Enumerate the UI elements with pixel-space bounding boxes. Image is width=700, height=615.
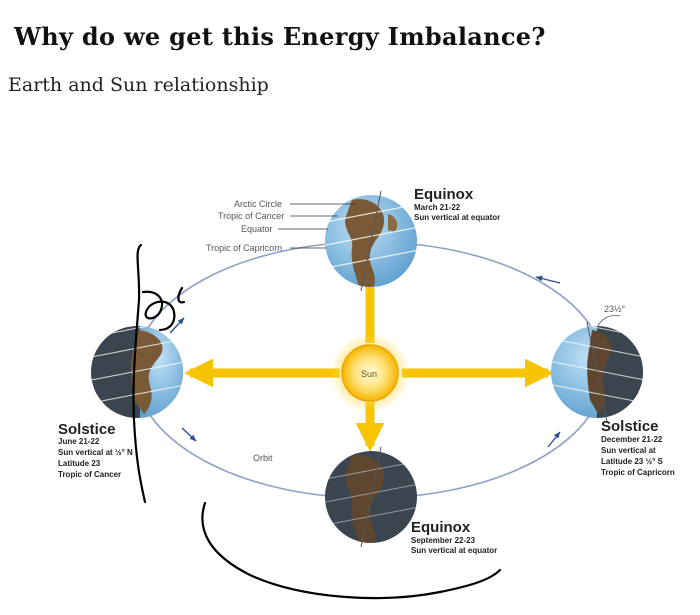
- orbit-arrow-icon: [169, 317, 185, 334]
- sun-label: Sun: [361, 369, 377, 379]
- solstice-december-line3: Tropic of Capricorn: [601, 468, 675, 477]
- equinox-march-title: Equinox: [414, 186, 474, 203]
- handwritten-curl: [141, 290, 176, 332]
- equinox-september-title: Equinox: [411, 519, 471, 536]
- solstice-june-line1: Sun vertical at ½° N: [58, 448, 133, 457]
- latitude-label-tropic-of-capricorn: Tropic of Capricorn: [206, 243, 282, 253]
- equinox-september-date: September 22-23: [411, 536, 476, 545]
- solstice-june-line3: Tropic of Cancer: [58, 470, 121, 479]
- tilt-angle-label: 23½°: [604, 304, 626, 314]
- orbit-arrow-icon: [547, 431, 561, 448]
- solstice-june-line2: Latitude 23: [58, 459, 101, 468]
- equinox-september-note: Sun vertical at equator: [411, 546, 497, 555]
- solstice-december-title: Solstice: [601, 418, 659, 435]
- latitude-label-tropic-of-cancer: Tropic of Cancer: [218, 211, 284, 221]
- solstice-june-date: June 21-22: [58, 437, 100, 446]
- solstice-june-title: Solstice: [58, 421, 116, 438]
- solstice-december-line2: Latitude 23 ½° S: [601, 457, 664, 466]
- slide-subtitle: Earth and Sun relationship: [8, 74, 269, 96]
- equinox-march-date: March 21-22: [414, 203, 461, 212]
- orbit-label: Orbit: [253, 453, 273, 463]
- latitude-labels: Arctic Circle Tropic of Cancer Equator T…: [206, 199, 356, 253]
- earth-december-solstice-icon: [551, 315, 643, 423]
- orbit-arrow-icon: [181, 427, 197, 442]
- slide-title: Why do we get this Energy Imbalance?: [14, 22, 546, 51]
- earth-september-equinox-icon: [325, 446, 417, 548]
- sun-icon: [341, 344, 399, 402]
- orbit-arrow-icon: [535, 275, 561, 284]
- solstice-december-line1: Sun vertical at: [601, 446, 656, 455]
- earth-june-solstice-icon: [91, 326, 183, 418]
- handwritten-vertical-stroke: [132, 243, 147, 504]
- handwritten-bracket: [201, 501, 502, 600]
- solstice-december-date: December 21-22: [601, 435, 663, 444]
- handwritten-annotations: [132, 243, 502, 600]
- latitude-label-equator: Equator: [241, 224, 273, 234]
- latitude-label-arctic-circle: Arctic Circle: [234, 199, 282, 209]
- handwritten-tick: [177, 286, 186, 304]
- equinox-march-note: Sun vertical at equator: [414, 213, 500, 222]
